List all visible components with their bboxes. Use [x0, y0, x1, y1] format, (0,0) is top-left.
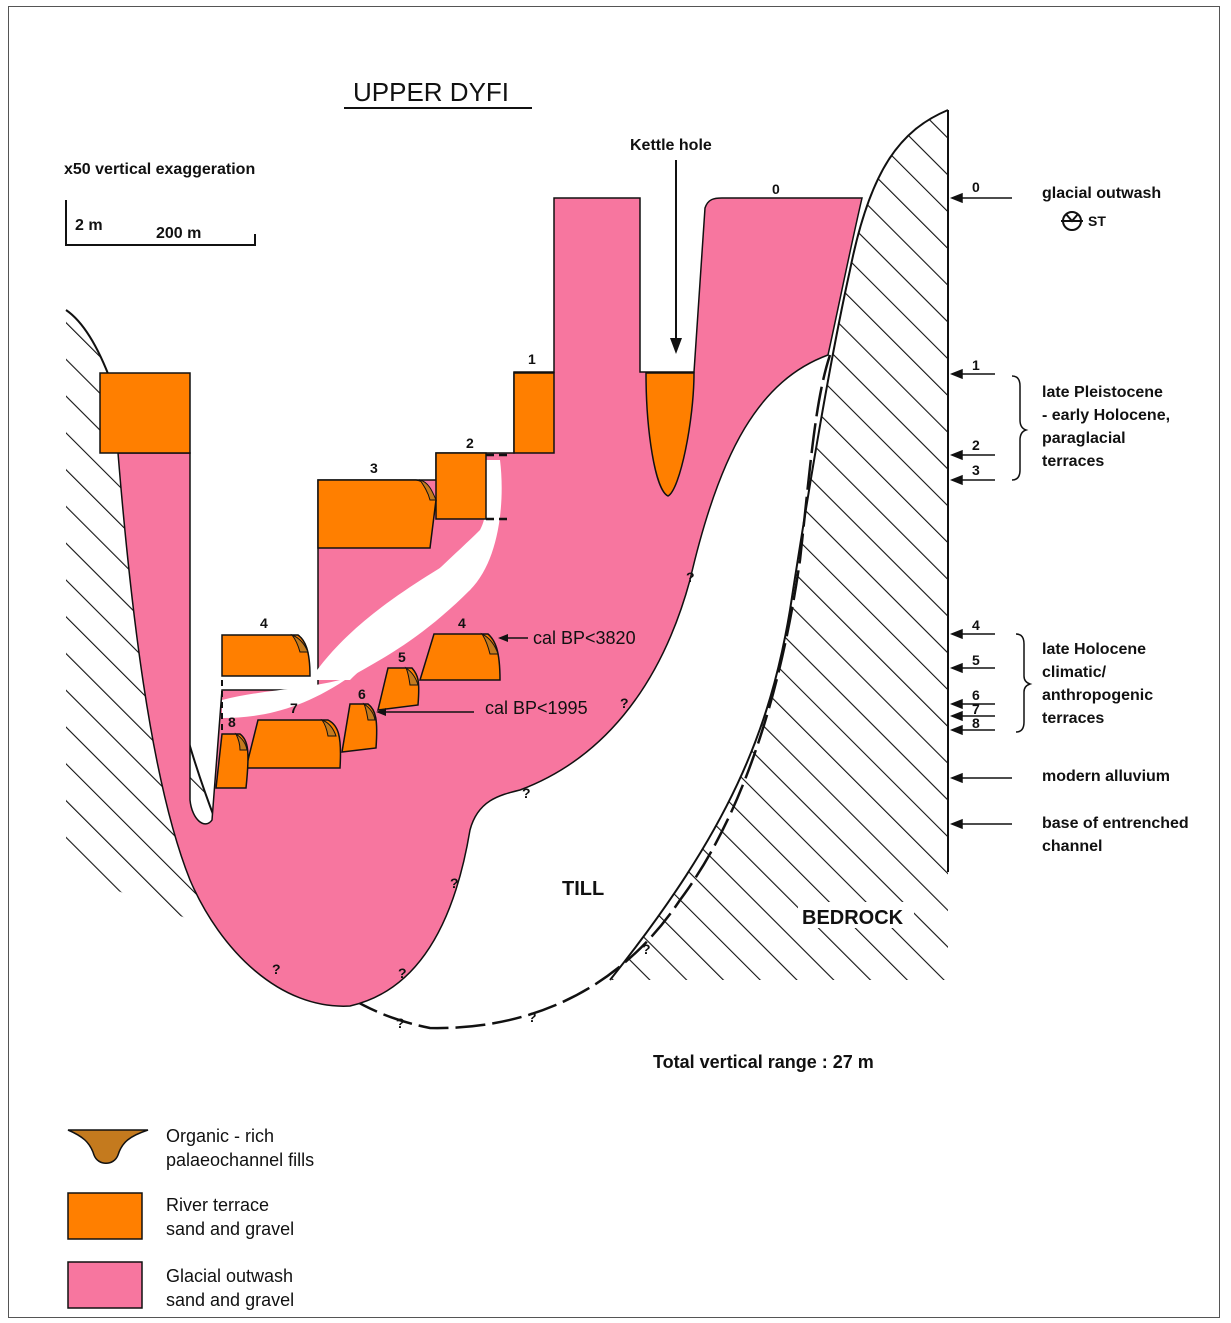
holocene-line-3: anthropogenic	[1042, 687, 1153, 704]
scale-horizontal: 200 m	[156, 225, 201, 242]
terrace-number-2: 2	[466, 435, 474, 451]
question-mark: ?	[396, 1015, 405, 1031]
scale-tick-3: 3	[972, 462, 980, 478]
question-mark: ?	[450, 875, 459, 891]
exaggeration-label: x50 vertical exaggeration	[64, 161, 255, 178]
legend-terrace-line-2: sand and gravel	[166, 1219, 294, 1239]
legend-terrace-line-1: River terrace	[166, 1195, 269, 1215]
legend-outwash-swatch	[68, 1262, 142, 1308]
terrace-number-5: 5	[398, 649, 406, 665]
kettle-hole-arrow-head	[670, 338, 682, 354]
st-symbol-label: ST	[1088, 213, 1106, 229]
pleistocene-line-2: - early Holocene,	[1042, 407, 1170, 424]
kettle-hole-label: Kettle hole	[630, 137, 712, 154]
question-mark: ?	[522, 785, 531, 801]
terrace-1	[514, 373, 554, 453]
terrace-number-6: 6	[358, 686, 366, 702]
right-scale-ticks	[952, 194, 1012, 828]
pleistocene-line-1: late Pleistocene	[1042, 384, 1163, 401]
scale-tick-5: 5	[972, 652, 980, 668]
scale-tick-1: 1	[972, 357, 980, 373]
till-label: TILL	[562, 878, 604, 900]
date-a-label: cal BP<3820	[533, 628, 636, 648]
legend-organic-icon	[68, 1130, 148, 1163]
terrace-number-4-left: 4	[260, 615, 268, 631]
terrace-number-4-right: 4	[458, 615, 466, 631]
question-mark: ?	[642, 941, 651, 957]
scale-tick-0: 0	[972, 179, 980, 195]
holocene-line-1: late Holocene	[1042, 641, 1146, 658]
holocene-line-2: climatic/	[1042, 664, 1107, 681]
base-channel-line-2: channel	[1042, 838, 1102, 855]
terrace-number-3: 3	[370, 460, 378, 476]
total-range-label: Total vertical range : 27 m	[653, 1052, 874, 1072]
base-channel-line-1: base of entrenched	[1042, 815, 1189, 832]
scale-vertical: 2 m	[75, 217, 103, 234]
legend: Organic - rich palaeochannel fills River…	[68, 1126, 314, 1310]
legend-organic-line-1: Organic - rich	[166, 1126, 274, 1146]
question-mark: ?	[398, 965, 407, 981]
terrace-3	[318, 480, 436, 548]
question-mark: ?	[620, 695, 629, 711]
legend-outwash-line-2: sand and gravel	[166, 1290, 294, 1310]
brace-pleistocene	[1012, 376, 1026, 480]
holocene-line-4: terraces	[1042, 710, 1104, 727]
glacial-outwash-label: glacial outwash	[1042, 185, 1161, 202]
terrace-left-top	[100, 373, 190, 453]
terrace-number-0: 0	[772, 181, 780, 197]
terrace-2	[436, 453, 486, 519]
scale-tick-2: 2	[972, 437, 980, 453]
brace-holocene	[1016, 634, 1030, 732]
terrace-number-8: 8	[228, 714, 236, 730]
legend-organic-line-2: palaeochannel fills	[166, 1150, 314, 1170]
st-symbol: ST	[1061, 212, 1106, 230]
question-mark: ?	[272, 961, 281, 977]
legend-terrace-swatch	[68, 1193, 142, 1239]
modern-alluvium-label: modern alluvium	[1042, 768, 1170, 785]
pleistocene-line-4: terraces	[1042, 453, 1104, 470]
question-mark: ?	[686, 569, 695, 585]
scale-tick-8: 8	[972, 715, 980, 731]
scale-tick-4: 4	[972, 617, 980, 633]
date-b-label: cal BP<1995	[485, 698, 588, 718]
legend-outwash-line-1: Glacial outwash	[166, 1266, 293, 1286]
pleistocene-line-3: paraglacial	[1042, 430, 1126, 447]
question-mark: ?	[528, 1009, 537, 1025]
terrace-number-1: 1	[528, 351, 536, 367]
diagram-title: UPPER DYFI	[353, 77, 509, 107]
terrace-number-7: 7	[290, 700, 298, 716]
bedrock-label: BEDROCK	[802, 907, 904, 929]
